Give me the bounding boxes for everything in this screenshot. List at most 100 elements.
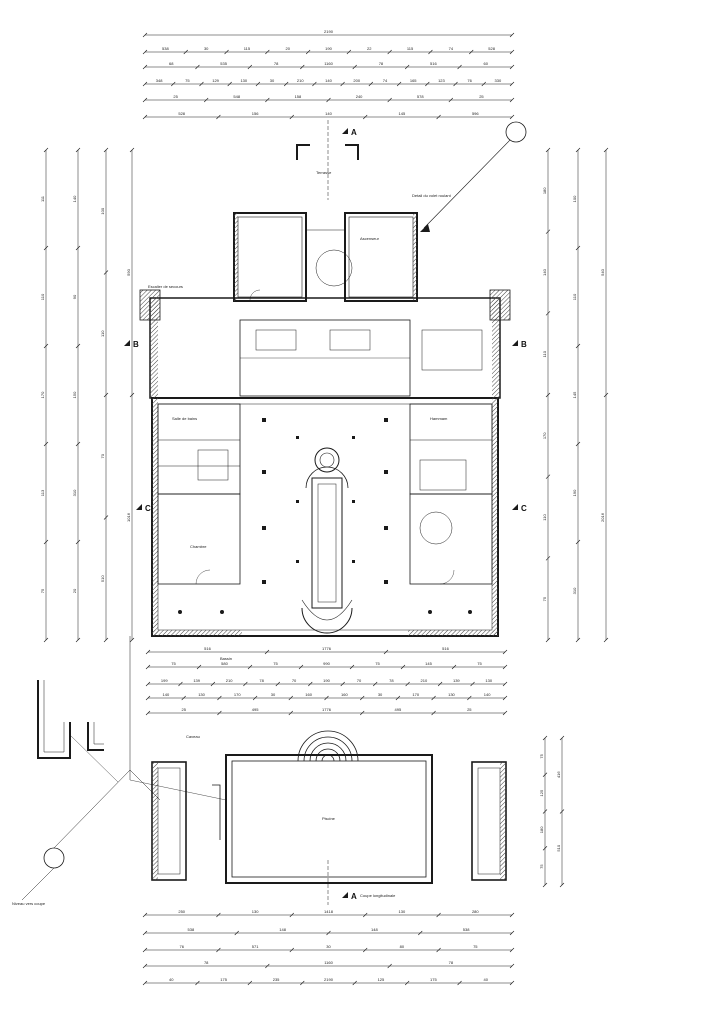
dim-tick (542, 772, 548, 777)
dim-label: 75 (171, 661, 176, 666)
section-marker-label: A (351, 892, 357, 901)
dim-label: 75 (273, 661, 278, 666)
dim-label: 140 (325, 78, 332, 83)
dim-tick (509, 81, 515, 87)
dim-label: 130 (399, 909, 406, 914)
dim-tick (436, 947, 441, 953)
dim-tick (470, 681, 475, 687)
dim-tick (312, 81, 317, 87)
dim-tick (457, 980, 462, 986)
dim-tick (359, 710, 365, 716)
dim-label: 139 (453, 678, 460, 683)
dim-label: 78 (204, 960, 209, 965)
dim-label: 348 (156, 78, 163, 83)
dim-label: 140 (484, 692, 491, 697)
dim-label: 40 (169, 977, 174, 982)
dim-tick (289, 912, 295, 918)
dim-label: 78 (449, 960, 454, 965)
dim-label: 416 (556, 771, 561, 778)
dim-tick (436, 114, 441, 120)
dim-label: 110 (542, 350, 547, 357)
dim-label: 538 (162, 46, 169, 51)
dim-label: 190 (325, 46, 332, 51)
dim-tick (502, 649, 508, 655)
dim-tick (359, 695, 365, 701)
dim-label: 140 (325, 111, 332, 116)
dim-label: 76 (179, 944, 184, 949)
dim-label: 1016 (126, 512, 131, 522)
dim-label: 78 (274, 61, 279, 66)
dim-label: 125 (378, 977, 385, 982)
dim-tick (217, 695, 222, 701)
dim-tick (75, 245, 81, 251)
dim-label: 190 (572, 489, 577, 496)
dim-label: 140 (542, 268, 547, 275)
dim-label: 1776 (322, 646, 332, 651)
dim-tick (362, 947, 368, 953)
dim-tick (542, 846, 548, 851)
dim-tick (75, 637, 81, 643)
dim-label: 150 (72, 391, 77, 398)
dim-tick (545, 392, 551, 398)
section-arrow (124, 340, 130, 346)
dim-tick (210, 681, 216, 687)
dim-label: 571 (252, 944, 259, 949)
dim-label: 250 (178, 909, 185, 914)
section-marker-label: C (145, 504, 151, 513)
dim-label: 70 (100, 453, 105, 458)
dim-tick (217, 710, 222, 716)
dim-label: 75 (539, 753, 544, 758)
dim-tick (142, 912, 148, 918)
dim-tick (142, 32, 148, 38)
dim-tick (145, 664, 151, 670)
dim-label: 528 (178, 111, 185, 116)
dim-tick (502, 710, 508, 716)
detail-callout-upper (129, 121, 527, 801)
dim-tick (283, 81, 289, 87)
dim-tick (75, 147, 81, 153)
dim-tick (603, 392, 609, 398)
dim-tick (142, 930, 148, 936)
annotation-text: Detail du volet roulant (412, 193, 452, 198)
dim-tick (362, 114, 368, 120)
dim-tick (247, 980, 253, 986)
dim-tick (545, 474, 551, 479)
entrance-brackets (296, 144, 359, 160)
dim-label: 540 (600, 268, 605, 275)
dim-tick (509, 49, 515, 55)
dim-label: 130 (448, 692, 455, 697)
dim-label: 75 (477, 661, 482, 666)
dim-tick (234, 930, 239, 936)
dim-tick (545, 147, 551, 153)
upper-wing-right (344, 212, 418, 302)
dim-label: 170 (412, 692, 419, 697)
dim-label: 2190 (324, 29, 334, 34)
dim-tick (142, 81, 148, 87)
dim-label: 70 (292, 678, 297, 683)
dim-tick (509, 114, 515, 120)
dim-tick (509, 963, 515, 969)
annotation-text: Escalier de secours (148, 284, 183, 289)
dim-label: 110 (572, 293, 577, 300)
dim-label: 170 (542, 432, 547, 439)
dim-label: 74 (383, 78, 388, 83)
dim-tick (75, 539, 81, 545)
dim-tick (103, 270, 109, 275)
dim-tick (43, 539, 49, 545)
section-marker-label: B (521, 340, 527, 349)
dim-label: 20 (72, 588, 77, 593)
dim-tick (575, 539, 581, 545)
dim-tick (255, 81, 261, 87)
dim-tick (75, 343, 81, 349)
dim-tick (103, 515, 109, 520)
main-building (139, 212, 511, 637)
dim-tick (502, 695, 508, 701)
dim-label: 130 (252, 909, 259, 914)
right-rooms (409, 403, 493, 495)
dim-label: 80 (400, 944, 405, 949)
dim-tick (265, 963, 270, 969)
